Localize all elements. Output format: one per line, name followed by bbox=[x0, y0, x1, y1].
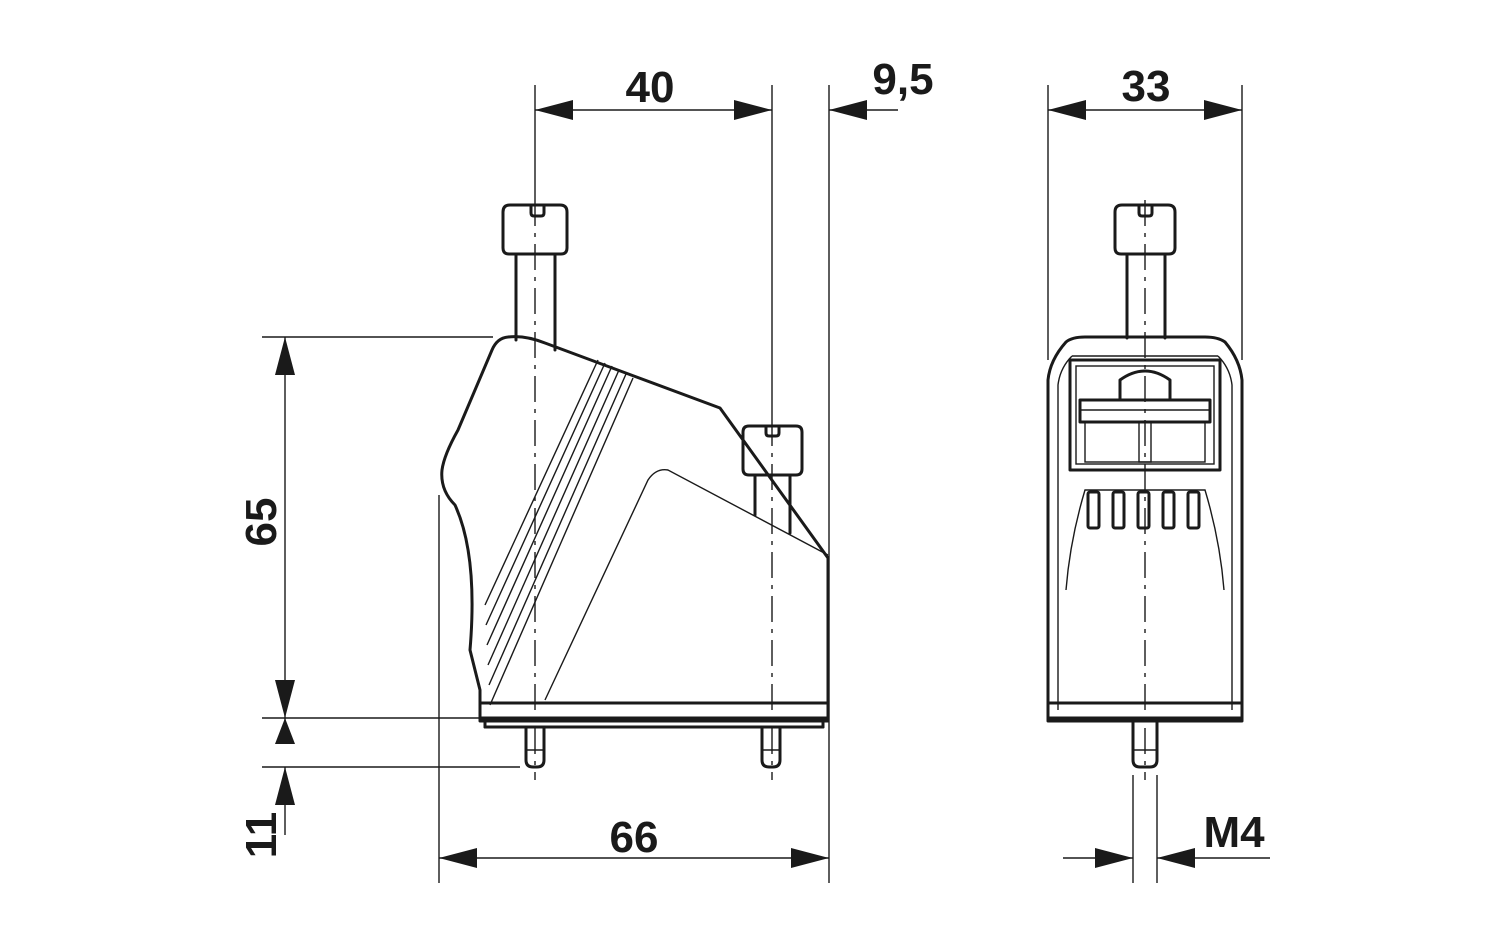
dimension-65-label: 65 bbox=[237, 498, 286, 547]
side-ribs bbox=[484, 359, 634, 706]
side-view bbox=[440, 200, 830, 780]
dimension-m4-label: M4 bbox=[1203, 808, 1265, 857]
left-screw bbox=[501, 203, 569, 352]
housing-outline bbox=[440, 335, 830, 720]
dimension-66-label: 66 bbox=[610, 813, 659, 862]
dimension-40-label: 40 bbox=[626, 63, 675, 112]
base-plate bbox=[478, 701, 830, 723]
dimension-9-5-label: 9,5 bbox=[872, 55, 933, 104]
extension-lines bbox=[262, 85, 1243, 883]
front-view bbox=[1046, 200, 1244, 780]
dimension-65: 65 bbox=[237, 337, 295, 718]
side-pins bbox=[524, 725, 782, 769]
dimension-66: 66 bbox=[439, 813, 829, 868]
side-panel bbox=[544, 469, 829, 701]
dimension-11-label: 11 bbox=[237, 812, 286, 859]
dimension-33-label: 33 bbox=[1122, 62, 1171, 111]
dimension-33: 33 bbox=[1048, 62, 1242, 120]
dimension-40: 40 bbox=[535, 63, 772, 120]
dimension-11: 11 bbox=[237, 718, 295, 858]
front-screw bbox=[1113, 203, 1177, 340]
dimension-m4: M4 bbox=[1063, 808, 1270, 868]
front-housing bbox=[1046, 335, 1244, 720]
front-slots bbox=[1086, 490, 1201, 530]
dimension-9-5: 9,5 bbox=[829, 55, 934, 120]
